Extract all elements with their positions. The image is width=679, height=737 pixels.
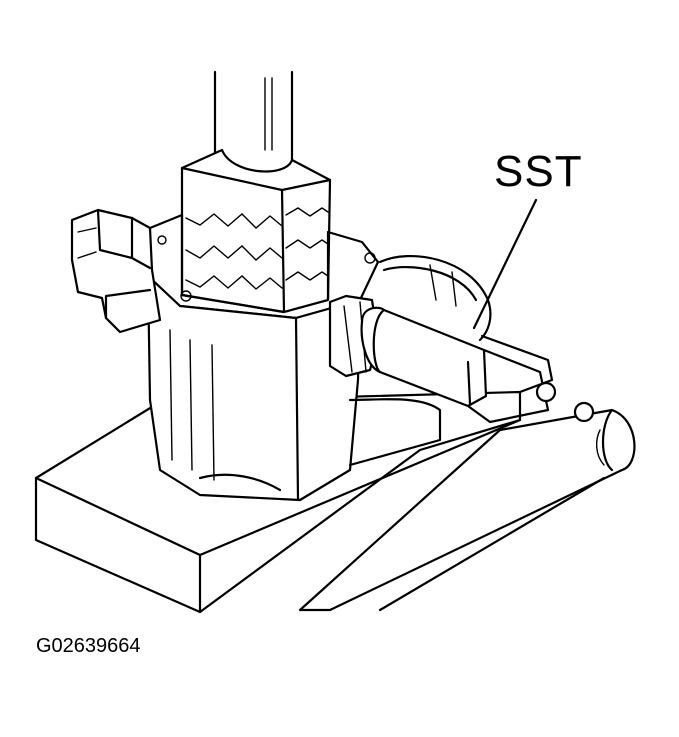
wrench-handle <box>298 408 636 612</box>
gear-housing <box>146 274 442 502</box>
sst-callout-label: SST <box>494 147 583 196</box>
electrical-connector <box>70 208 162 334</box>
figure-id: G02639664 <box>36 635 141 657</box>
output-ring <box>378 255 554 394</box>
sst-leader-line <box>472 198 538 330</box>
socket-boot <box>180 148 332 314</box>
sst-extension-bar <box>360 306 595 424</box>
